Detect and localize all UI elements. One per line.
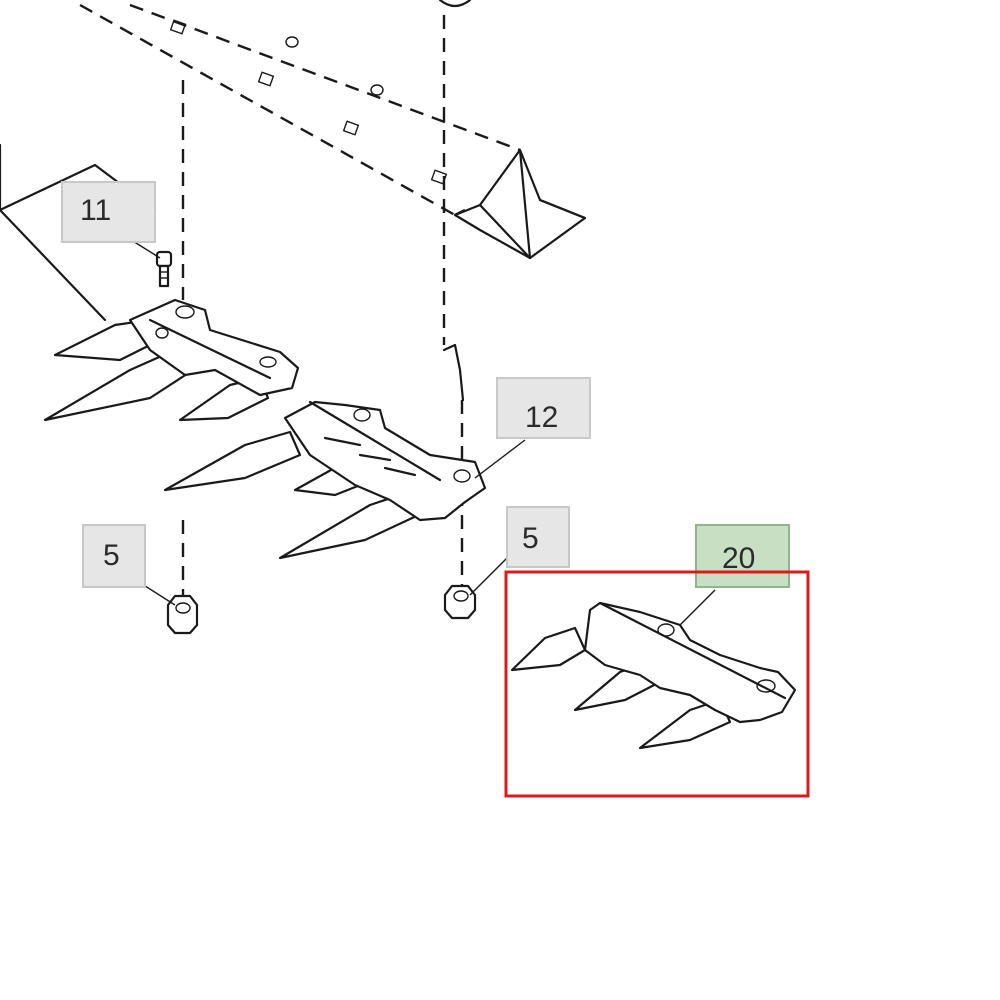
callout-label: 20	[722, 542, 755, 575]
callout-box	[496, 377, 591, 439]
bolt	[155, 250, 173, 288]
nut-left	[166, 594, 199, 635]
knife-section-middle	[163, 400, 487, 560]
knife-section-replacement	[510, 601, 797, 750]
callout-box	[506, 506, 570, 568]
knife-section-left	[43, 298, 300, 422]
leader-lines	[111, 227, 716, 626]
highlight-frame	[504, 570, 810, 798]
callout-12: 12	[496, 377, 591, 439]
callout-box	[695, 524, 790, 588]
callout-20: 20	[695, 524, 790, 588]
callout-label: 5	[103, 539, 120, 572]
bar-holes	[169, 19, 448, 185]
callout-11: 11	[61, 181, 156, 243]
callout-box	[82, 524, 146, 588]
callout-box	[61, 181, 156, 243]
cutter-bar	[79, 0, 587, 260]
callout-5-right: 5	[506, 506, 570, 568]
callout-5-left: 5	[82, 524, 146, 588]
nut-right	[443, 584, 477, 620]
callout-label: 11	[80, 194, 111, 227]
callout-label: 5	[522, 522, 539, 555]
callout-label: 12	[525, 401, 558, 434]
